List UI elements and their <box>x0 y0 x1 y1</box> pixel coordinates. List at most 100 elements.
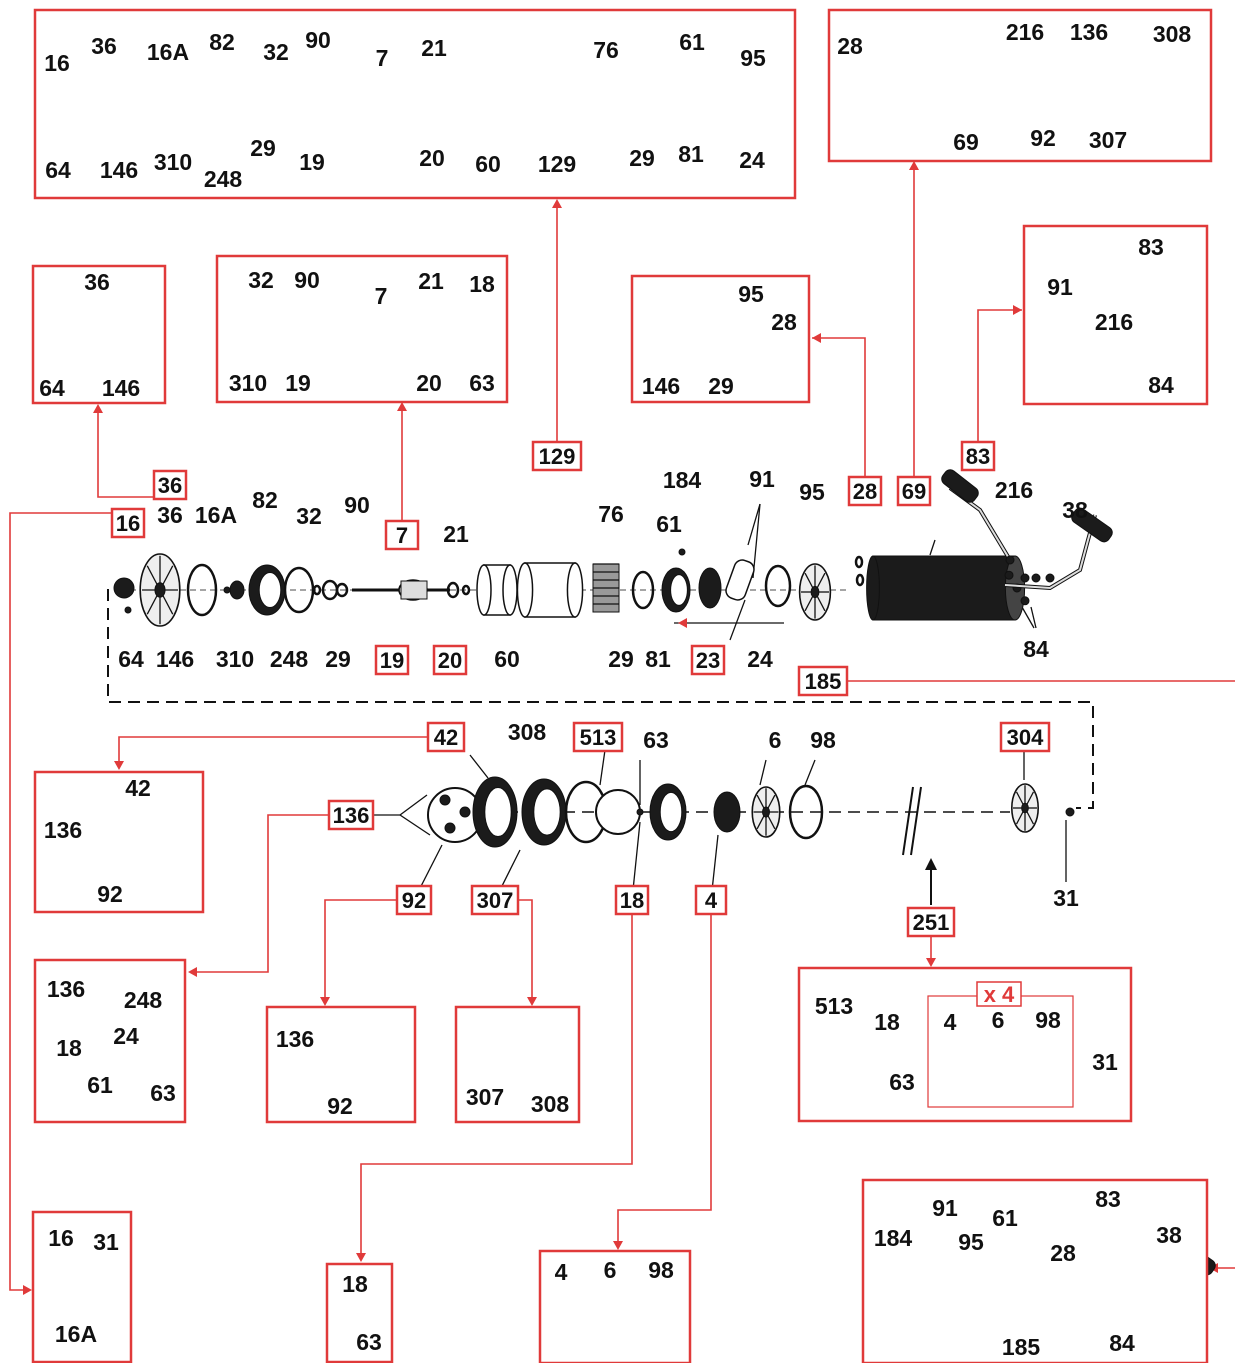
part-label: 18 <box>342 1271 368 1297</box>
part-label: 92 <box>327 1093 353 1119</box>
kit-box <box>454 1005 581 1124</box>
callout-box <box>426 721 466 753</box>
callout-box <box>110 507 146 539</box>
assembly-dash <box>107 589 1094 809</box>
part-label: 91 <box>749 466 775 492</box>
part-label: 4 <box>555 1259 568 1285</box>
pointer-line <box>399 814 431 836</box>
small-part <box>439 794 451 806</box>
part-label: 28 <box>837 33 863 59</box>
part-label: 61 <box>656 511 682 537</box>
part-label: 307 <box>1089 127 1127 153</box>
leader-line <box>324 899 397 1004</box>
drum-bore <box>484 787 512 837</box>
part-label: 32 <box>296 503 322 529</box>
part-label: 310 <box>229 370 267 396</box>
leader-line <box>812 337 866 478</box>
small-part <box>223 586 231 594</box>
ring-part <box>631 570 655 610</box>
part-label: 19 <box>285 370 311 396</box>
leader-line <box>977 309 1022 443</box>
kit-box <box>538 1249 692 1363</box>
part-label: 248 <box>124 987 163 1013</box>
callout-label: 42 <box>434 725 458 750</box>
part-label: 7 <box>376 45 389 71</box>
callout-label: 16 <box>116 511 140 536</box>
callout-label: 7 <box>396 523 408 548</box>
leader-line <box>97 406 170 498</box>
small-part <box>1005 555 1015 565</box>
part-label: 310 <box>216 646 254 672</box>
pointer-line <box>804 759 816 786</box>
callout-box <box>960 440 996 472</box>
motor-end <box>866 555 880 621</box>
part-label: 185 <box>1002 1334 1041 1360</box>
break-mark <box>910 786 922 856</box>
part-label: 84 <box>1023 636 1049 662</box>
part-label: 61 <box>992 1205 1018 1231</box>
drum-bore <box>533 788 561 836</box>
motor-body <box>872 555 1016 621</box>
pointer-line <box>929 539 936 556</box>
pointer-line <box>747 503 761 546</box>
small-part <box>1045 573 1055 583</box>
ring-part <box>854 555 864 569</box>
part-label: 513 <box>815 993 853 1019</box>
callout-label: 18 <box>620 888 644 913</box>
part-label: 184 <box>663 467 702 493</box>
cylinder-end <box>476 564 492 616</box>
part-label: 16A <box>55 1321 97 1347</box>
part-label: 7 <box>375 283 388 309</box>
pointer-line <box>469 754 489 779</box>
leader-arrow <box>114 761 124 770</box>
part-label: 82 <box>252 487 278 513</box>
part-label: 36 <box>84 269 110 295</box>
small-part <box>1065 807 1075 817</box>
part-label: 31 <box>93 1229 119 1255</box>
callout-label: 83 <box>966 444 990 469</box>
part-label: 18 <box>874 1009 900 1035</box>
part-label: 16 <box>48 1225 74 1251</box>
part-label: 18 <box>469 271 495 297</box>
part-label: 31 <box>1092 1049 1118 1075</box>
part-label: 136 <box>44 817 82 843</box>
part-label: 307 <box>466 1084 504 1110</box>
part-label: 98 <box>1035 1007 1061 1033</box>
part-label: 31 <box>1053 885 1079 911</box>
dark-disc <box>713 791 741 833</box>
leader-arrow <box>188 967 197 977</box>
callout-box <box>906 906 956 938</box>
callout-label: 185 <box>805 669 842 694</box>
leader-arrow <box>320 997 330 1006</box>
leader-arrow <box>397 402 407 411</box>
dark-disc <box>229 580 245 600</box>
ring-part <box>855 573 865 587</box>
drum-bore <box>670 574 688 606</box>
part-label: 6 <box>992 1007 1005 1033</box>
leader-arrow <box>356 1253 366 1262</box>
callout-box <box>384 519 420 551</box>
callout-box <box>374 644 410 676</box>
pointer-line <box>599 749 606 786</box>
part-label: 136 <box>1070 19 1108 45</box>
part-label: 60 <box>494 646 520 672</box>
leader-arrow <box>926 958 936 967</box>
motor-bolt <box>1004 570 1014 580</box>
wheel-hub <box>810 585 820 599</box>
pointer-line <box>759 759 767 786</box>
part-label: 95 <box>740 45 766 71</box>
part-label: 29 <box>325 646 351 672</box>
small-part <box>444 822 456 834</box>
leader-arrow <box>1013 305 1022 315</box>
part-label: 69 <box>953 129 979 155</box>
callout-box <box>614 884 650 916</box>
small-part <box>124 606 132 614</box>
disc-part <box>595 789 641 835</box>
leader-arrow <box>678 618 687 628</box>
callout-box <box>797 665 849 697</box>
part-label: 63 <box>356 1329 382 1355</box>
leader-line <box>360 914 633 1260</box>
break-mark <box>902 786 914 856</box>
part-label: 28 <box>1050 1240 1076 1266</box>
